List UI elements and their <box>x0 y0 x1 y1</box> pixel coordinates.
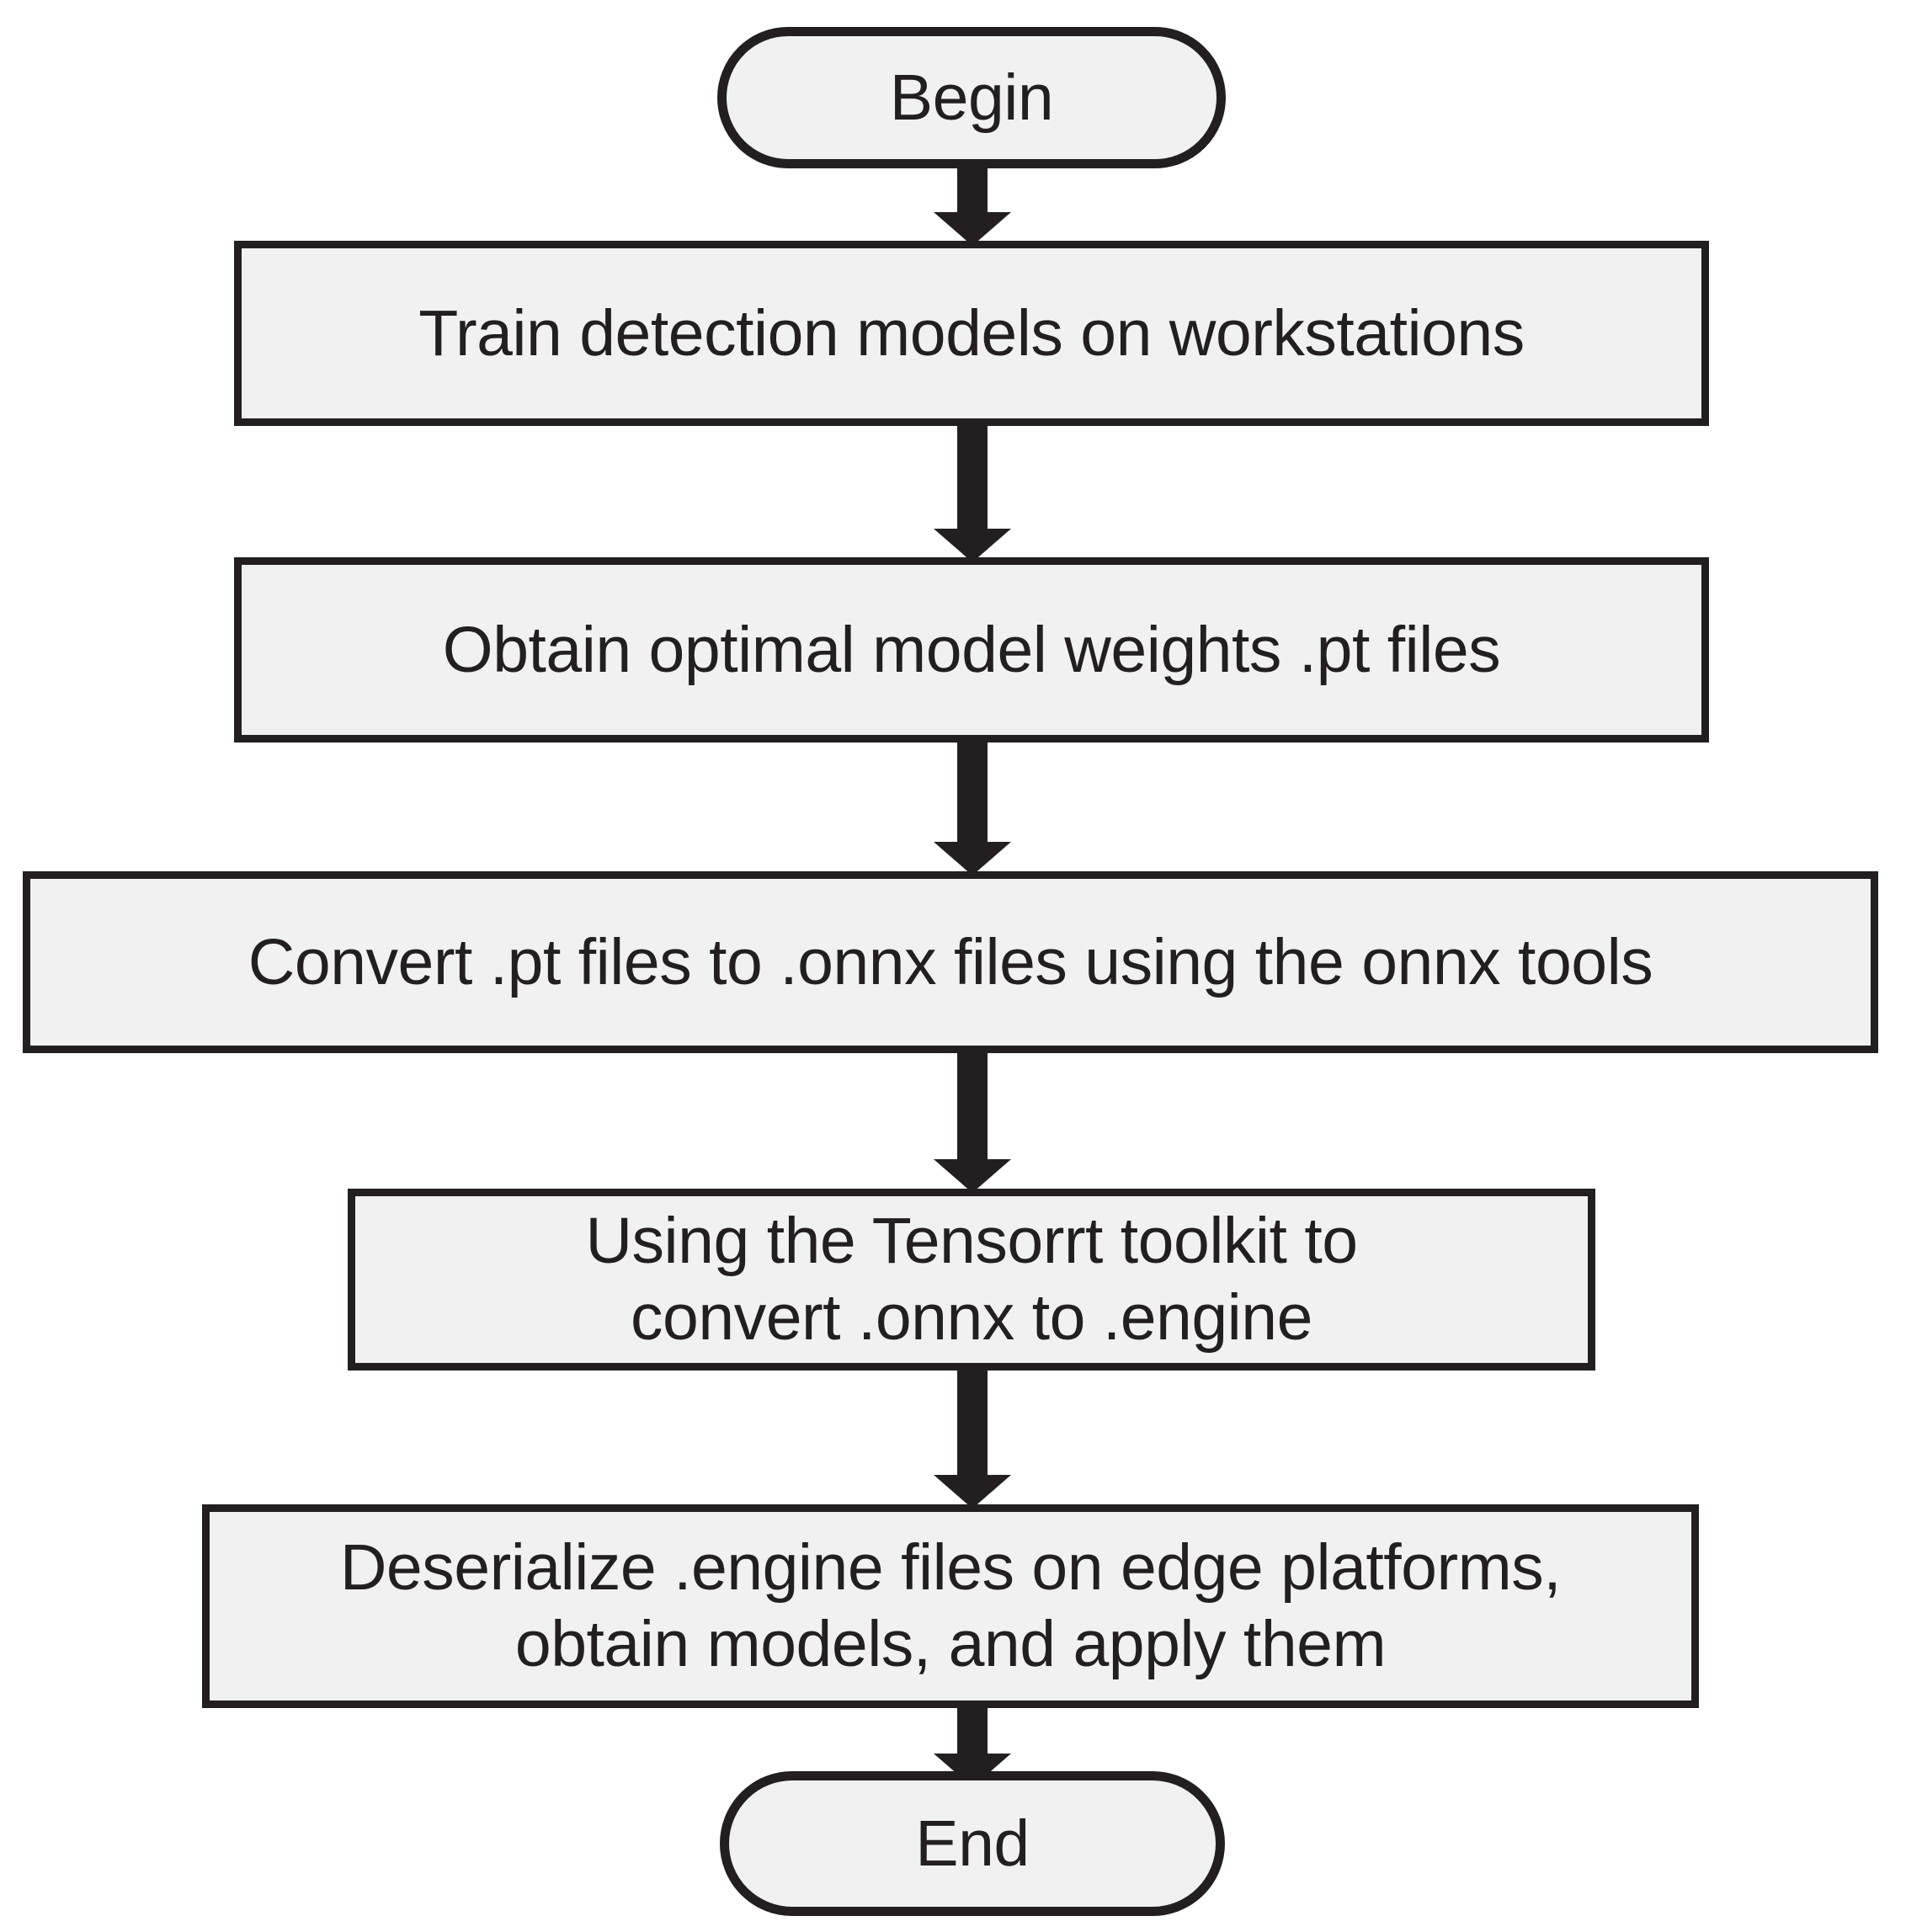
block-arrow-down-icon <box>934 423 1011 562</box>
node-convert-onnx-label: Convert .pt files to .onnx files using t… <box>248 925 1653 998</box>
block-arrow-down-icon <box>934 165 1011 246</box>
block-arrow-down-icon <box>934 1050 1011 1193</box>
edge-deserialize-to-end <box>934 1705 1011 1787</box>
node-begin-label: Begin <box>889 61 1054 134</box>
edge-begin-to-train <box>934 165 1011 246</box>
node-train-detection-models[interactable]: Train detection models on workstations <box>234 241 1709 426</box>
edge-tensorrt-to-deserialize <box>934 1367 1011 1509</box>
node-train-detection-models-label: Train detection models on workstations <box>418 296 1525 370</box>
node-tensorrt-convert[interactable]: Using the Tensorrt toolkit to convert .o… <box>348 1189 1595 1370</box>
node-convert-onnx[interactable]: Convert .pt files to .onnx files using t… <box>23 871 1878 1053</box>
block-arrow-down-icon <box>934 739 1011 876</box>
block-arrow-down-icon <box>934 1705 1011 1787</box>
node-tensorrt-convert-label: Using the Tensorrt toolkit to convert .o… <box>585 1205 1358 1354</box>
edge-train-to-weights <box>934 423 1011 562</box>
node-begin[interactable]: Begin <box>717 27 1226 168</box>
node-deserialize-engine-label: Deserialize .engine files on edge platfo… <box>339 1531 1562 1680</box>
edge-convert-to-tensorrt <box>934 1050 1011 1193</box>
edge-weights-to-convert <box>934 739 1011 876</box>
node-obtain-weights-label: Obtain optimal model weights .pt files <box>442 613 1501 686</box>
node-end-label: End <box>915 1807 1030 1880</box>
node-deserialize-engine[interactable]: Deserialize .engine files on edge platfo… <box>202 1504 1699 1708</box>
block-arrow-down-icon <box>934 1367 1011 1509</box>
node-obtain-weights[interactable]: Obtain optimal model weights .pt files <box>234 557 1709 742</box>
node-end[interactable]: End <box>720 1771 1225 1916</box>
